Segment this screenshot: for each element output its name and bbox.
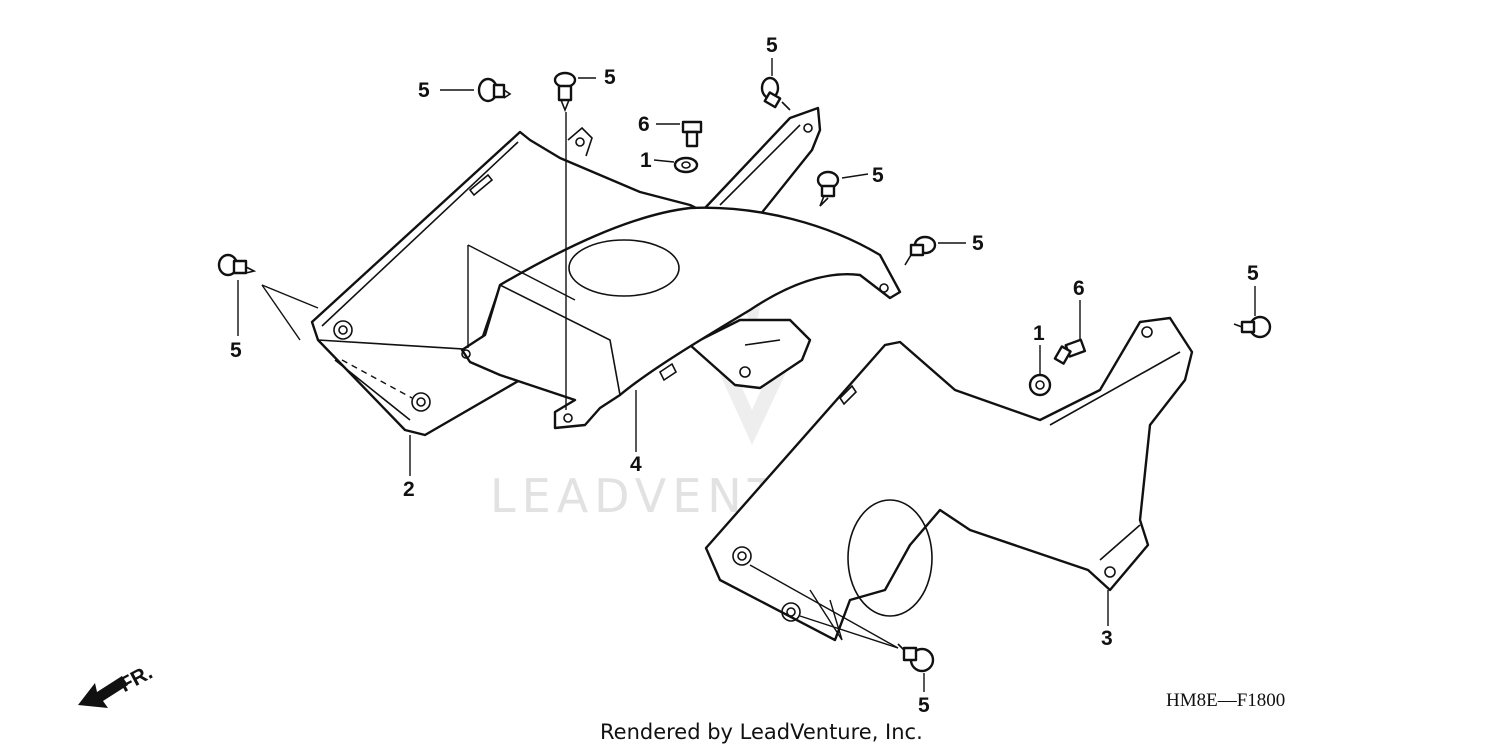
callout-3: 3 — [1101, 627, 1113, 650]
leader-lines — [237, 58, 1256, 692]
callout-labels: 5 5 5 6 1 5 5 5 2 4 6 1 5 3 5 — [230, 34, 1259, 717]
rivet-right-1 — [816, 170, 840, 207]
washer-top — [673, 156, 699, 174]
callout-2: 2 — [403, 478, 415, 501]
callout-5-top-left: 5 — [418, 79, 430, 102]
fasteners — [217, 71, 1272, 673]
bolt-top — [681, 120, 703, 148]
callout-5-far-left: 5 — [230, 339, 242, 362]
part-right-side-cover — [704, 316, 1194, 642]
rivet-far-right — [1233, 315, 1272, 339]
callout-6-right: 6 — [1073, 277, 1085, 300]
callout-4: 4 — [630, 453, 642, 476]
callout-6-top: 6 — [638, 113, 650, 136]
rivet-right-2 — [904, 235, 937, 266]
part-rear-bracket — [688, 106, 822, 390]
front-direction-indicator: FR. — [78, 661, 156, 708]
callout-5-right-1: 5 — [872, 164, 884, 187]
callout-5-top-center: 5 — [604, 66, 616, 89]
front-arrow-icon — [78, 676, 128, 708]
front-label: FR. — [116, 661, 157, 697]
callout-1-right: 1 — [1033, 322, 1045, 345]
callout-5-bottom: 5 — [918, 694, 930, 717]
diagram-code: HM8E—F1800 — [1166, 690, 1285, 711]
part-center-cover — [460, 206, 902, 430]
rivet-top-right — [760, 76, 791, 111]
rivet-top-center — [553, 71, 577, 113]
callout-5-top-right: 5 — [766, 34, 778, 57]
rivet-top-left — [477, 77, 512, 103]
callout-1-top: 1 — [640, 149, 652, 172]
rivet-far-left — [217, 253, 257, 277]
callout-5-right-2: 5 — [972, 232, 984, 255]
callout-5-far-right: 5 — [1247, 262, 1259, 285]
footer-credit: Rendered by LeadVenture, Inc. — [600, 720, 923, 744]
washer-right — [1028, 373, 1052, 397]
bolt-right — [1053, 338, 1087, 365]
rivet-bottom — [897, 643, 935, 673]
